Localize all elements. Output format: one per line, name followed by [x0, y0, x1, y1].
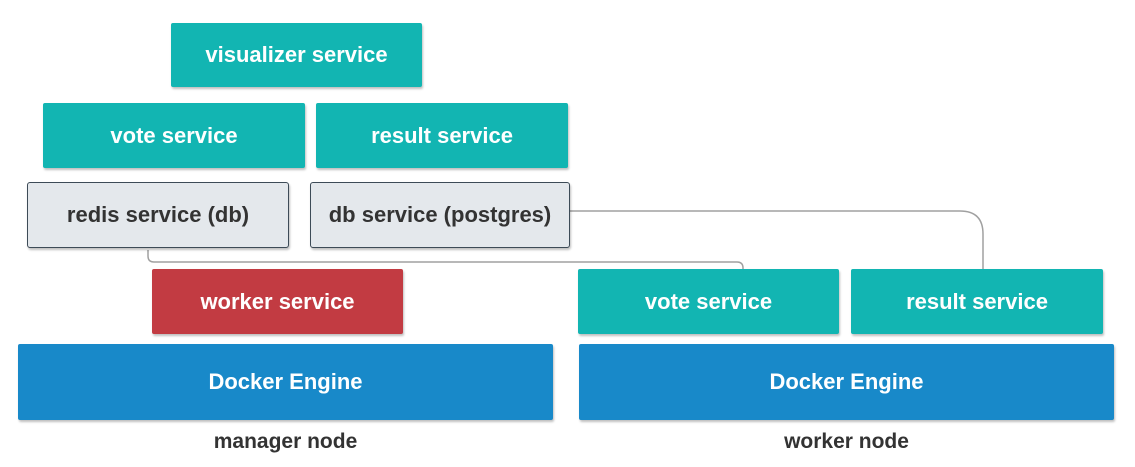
manager-node-label: manager node [213, 430, 358, 453]
manager-result-service-label: result service [371, 122, 513, 148]
manager-docker-engine-label: Docker Engine [208, 369, 363, 394]
worker-vote-service-label: vote service [644, 288, 773, 314]
worker-result-service-box[interactable]: result service [851, 269, 1103, 334]
worker-docker-engine-label: Docker Engine [769, 369, 924, 394]
connector-postgres-to-worker-result [570, 210, 984, 270]
redis-service-box[interactable]: redis service (db) [27, 182, 289, 248]
postgres-service-label: db service (postgres) [328, 202, 552, 227]
visualizer-service-label: visualizer service [205, 42, 388, 67]
redis-service-label: redis service (db) [66, 202, 250, 227]
worker-service-label: worker service [200, 288, 355, 314]
manager-docker-engine-box[interactable]: Docker Engine [18, 344, 553, 420]
worker-service-box[interactable]: worker service [152, 269, 403, 334]
worker-result-service-label: result service [906, 288, 1048, 314]
worker-vote-service-box[interactable]: vote service [578, 269, 839, 334]
manager-vote-service-box[interactable]: vote service [43, 103, 305, 168]
worker-node-label: worker node [784, 430, 909, 453]
connector-redis-to-worker-vote [147, 250, 744, 270]
worker-docker-engine-box[interactable]: Docker Engine [579, 344, 1114, 420]
manager-vote-service-label: vote service [110, 122, 238, 148]
manager-result-service-box[interactable]: result service [316, 103, 568, 168]
postgres-service-box[interactable]: db service (postgres) [310, 182, 570, 248]
visualizer-service-box[interactable]: visualizer service [171, 23, 422, 87]
